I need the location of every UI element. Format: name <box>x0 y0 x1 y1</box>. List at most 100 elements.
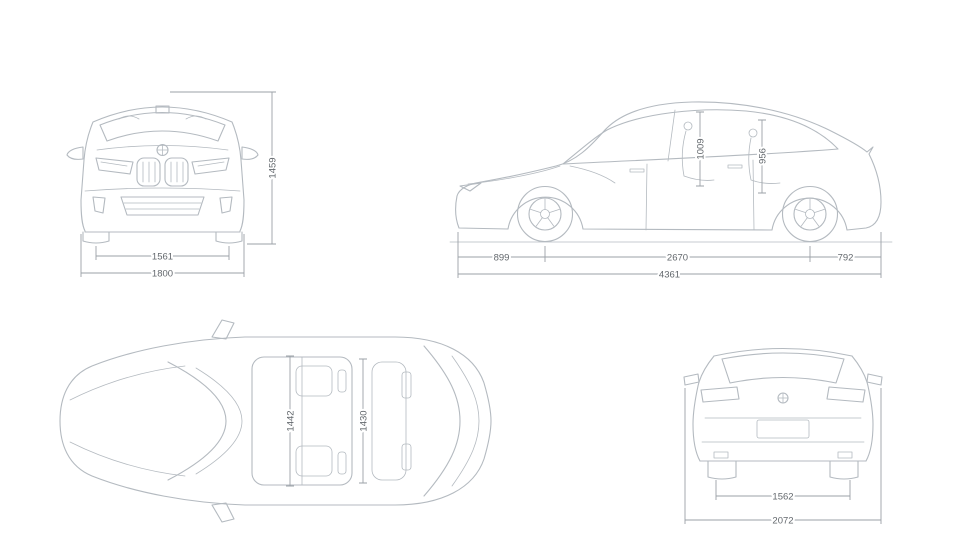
rear-body-side-left <box>692 355 715 462</box>
corner-intake-left <box>92 196 106 214</box>
door-handle-rear <box>727 164 743 169</box>
rear-seat-headrest <box>748 128 758 138</box>
dashboard-line <box>569 165 616 184</box>
front-view-dimension-labels: 1561 1800 1459 <box>150 155 281 281</box>
front-wheel-hub <box>540 209 550 219</box>
rear-roof-arc <box>713 347 853 357</box>
front-body-outline <box>80 106 245 233</box>
front-headrest-right <box>185 115 207 120</box>
rear-seat-outline <box>748 137 781 184</box>
door-handle-front <box>629 168 645 173</box>
seat-front-right-cushion <box>295 445 333 477</box>
dim-front-track-width: 1561 <box>152 252 173 263</box>
roof-leading-edge <box>195 367 243 475</box>
glasshouse-outline <box>562 109 839 165</box>
top-body-outline <box>59 336 492 506</box>
dim-line-front-interior-width <box>286 355 294 487</box>
hood-line-upper <box>69 365 186 401</box>
dim-line-headroom-rear <box>758 119 766 194</box>
dim-overall-length: 4361 <box>659 270 680 281</box>
rear-mirror-right <box>866 373 883 386</box>
top-view-dimension-lines <box>286 355 367 487</box>
rear-bench-backrest <box>371 361 407 481</box>
lower-intake <box>120 196 205 216</box>
exhaust-right <box>837 451 853 459</box>
rear-view: 1562 2072 <box>683 347 883 529</box>
rear-wheel-right <box>829 460 859 480</box>
rear-window <box>721 352 845 384</box>
top-mirror-upper <box>211 319 235 340</box>
side-view-dimension-lines <box>457 111 882 278</box>
side-mirror-right <box>241 146 259 160</box>
front-wheel-tire <box>516 185 574 243</box>
dim-line-front-width <box>80 234 245 277</box>
top-mirror-lower <box>211 502 235 523</box>
hood-shutline <box>467 165 561 185</box>
dim-wheelbase: 2670 <box>667 253 688 264</box>
headlight-left-detail <box>100 161 128 167</box>
dim-front-overall-height: 1459 <box>268 157 279 178</box>
lower-intake-slats <box>123 202 202 210</box>
front-seat-outline <box>681 130 715 181</box>
front-wheel-spokes <box>530 198 560 227</box>
rear-headrest-upper <box>401 371 412 399</box>
dim-line-headroom-front <box>696 111 704 187</box>
hood-line-lower <box>69 441 186 477</box>
dim-rear-overall-width: 2072 <box>772 516 793 527</box>
dim-rear-headroom: 956 <box>758 148 769 164</box>
kidney-grille-right <box>164 157 189 187</box>
rear-headrest-lower <box>401 443 412 471</box>
front-headrest-left <box>118 115 140 120</box>
rear-wheel-hub <box>805 209 815 219</box>
headlight-right <box>191 157 230 175</box>
side-view-car-drawing <box>449 101 893 243</box>
windshield-base-arc <box>167 361 227 481</box>
rear-view-car-drawing <box>683 347 883 480</box>
dim-line-rear-track <box>715 480 851 500</box>
front-view: 1561 1800 1459 <box>66 91 281 282</box>
bumper-line <box>84 187 241 192</box>
taillight-left <box>700 386 740 403</box>
corner-intake-right <box>219 196 233 214</box>
front-view-dimension-lines <box>80 91 276 277</box>
dim-line-front-track <box>95 246 230 260</box>
rear-window-arc <box>423 345 461 497</box>
taillight-right <box>826 386 866 403</box>
dim-front-overall-width: 1800 <box>152 269 173 280</box>
license-plate-recess <box>756 419 810 439</box>
seat-front-right-headrest <box>337 451 347 475</box>
front-wheel-right <box>215 231 243 244</box>
side-mirror-left <box>66 146 84 160</box>
front-seat-headrest <box>683 121 693 131</box>
side-headlight <box>459 182 482 192</box>
side-view: 1009 956 899 2670 792 4361 <box>449 101 893 283</box>
bmw-roundel-cross <box>156 144 169 156</box>
dim-front-interior-width: 1442 <box>286 410 297 431</box>
front-wheel-rim <box>528 197 562 231</box>
dim-front-headroom: 1009 <box>696 138 707 159</box>
seat-front-left-cushion <box>295 365 333 397</box>
dim-line-rear-width-mirrors <box>684 388 882 524</box>
rear-wheel-rim <box>793 197 827 231</box>
rear-body-side-right <box>851 355 874 462</box>
front-wheel-left <box>82 231 110 244</box>
front-windshield <box>99 111 226 142</box>
dim-extension-lines <box>457 232 882 278</box>
headlight-right-detail <box>197 161 225 167</box>
rear-wheel-spokes <box>795 198 825 227</box>
seat-front-left-headrest <box>337 369 347 393</box>
dim-line-rear-interior-width <box>359 358 367 484</box>
b-pillar <box>667 109 676 162</box>
top-view: 1442 1430 <box>59 319 492 523</box>
door-seam-front <box>645 163 648 231</box>
dim-rear-track-width: 1562 <box>772 492 793 503</box>
door-seam-rear <box>752 159 755 231</box>
dim-front-overhang: 899 <box>494 253 510 264</box>
top-view-dimension-labels: 1442 1430 <box>284 408 372 433</box>
rear-mirror-left <box>683 373 700 386</box>
rear-wheel-tire <box>781 185 839 243</box>
rear-roundel-cross <box>777 392 789 404</box>
dim-line-front-height <box>170 91 276 245</box>
